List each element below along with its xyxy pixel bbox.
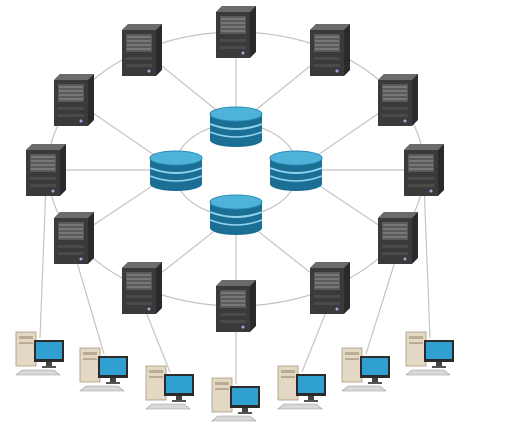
server-tower-icon xyxy=(122,24,162,76)
server-tower-icon xyxy=(54,74,94,126)
database-cylinder-icon xyxy=(149,150,203,191)
server-tower-icon xyxy=(216,280,256,332)
database-cylinder-icon xyxy=(209,106,263,147)
desktop-workstation-icon xyxy=(145,365,194,410)
client-server-link xyxy=(73,251,105,355)
desktop-workstation-icon xyxy=(405,331,454,376)
server-tower-icon xyxy=(378,74,418,126)
desktop-workstation-icon xyxy=(79,347,128,392)
server-tower-icon xyxy=(310,24,350,76)
server-tower-icon xyxy=(404,144,444,196)
server-tower-icon xyxy=(122,262,162,314)
server-tower-icon xyxy=(54,212,94,264)
client-server-link xyxy=(423,183,431,339)
client-server-link xyxy=(365,251,399,355)
desktop-workstation-icon xyxy=(211,377,260,422)
server-tower-icon xyxy=(216,6,256,58)
database-cylinder-icon xyxy=(209,194,263,235)
server-tower-icon xyxy=(26,144,66,196)
desktop-workstation-icon xyxy=(277,365,326,410)
client-server-link xyxy=(39,183,47,339)
desktop-workstation-icon xyxy=(341,347,390,392)
desktop-workstation-icon xyxy=(15,331,64,376)
server-tower-icon xyxy=(378,212,418,264)
database-cylinder-icon xyxy=(269,150,323,191)
server-tower-icon xyxy=(310,262,350,314)
